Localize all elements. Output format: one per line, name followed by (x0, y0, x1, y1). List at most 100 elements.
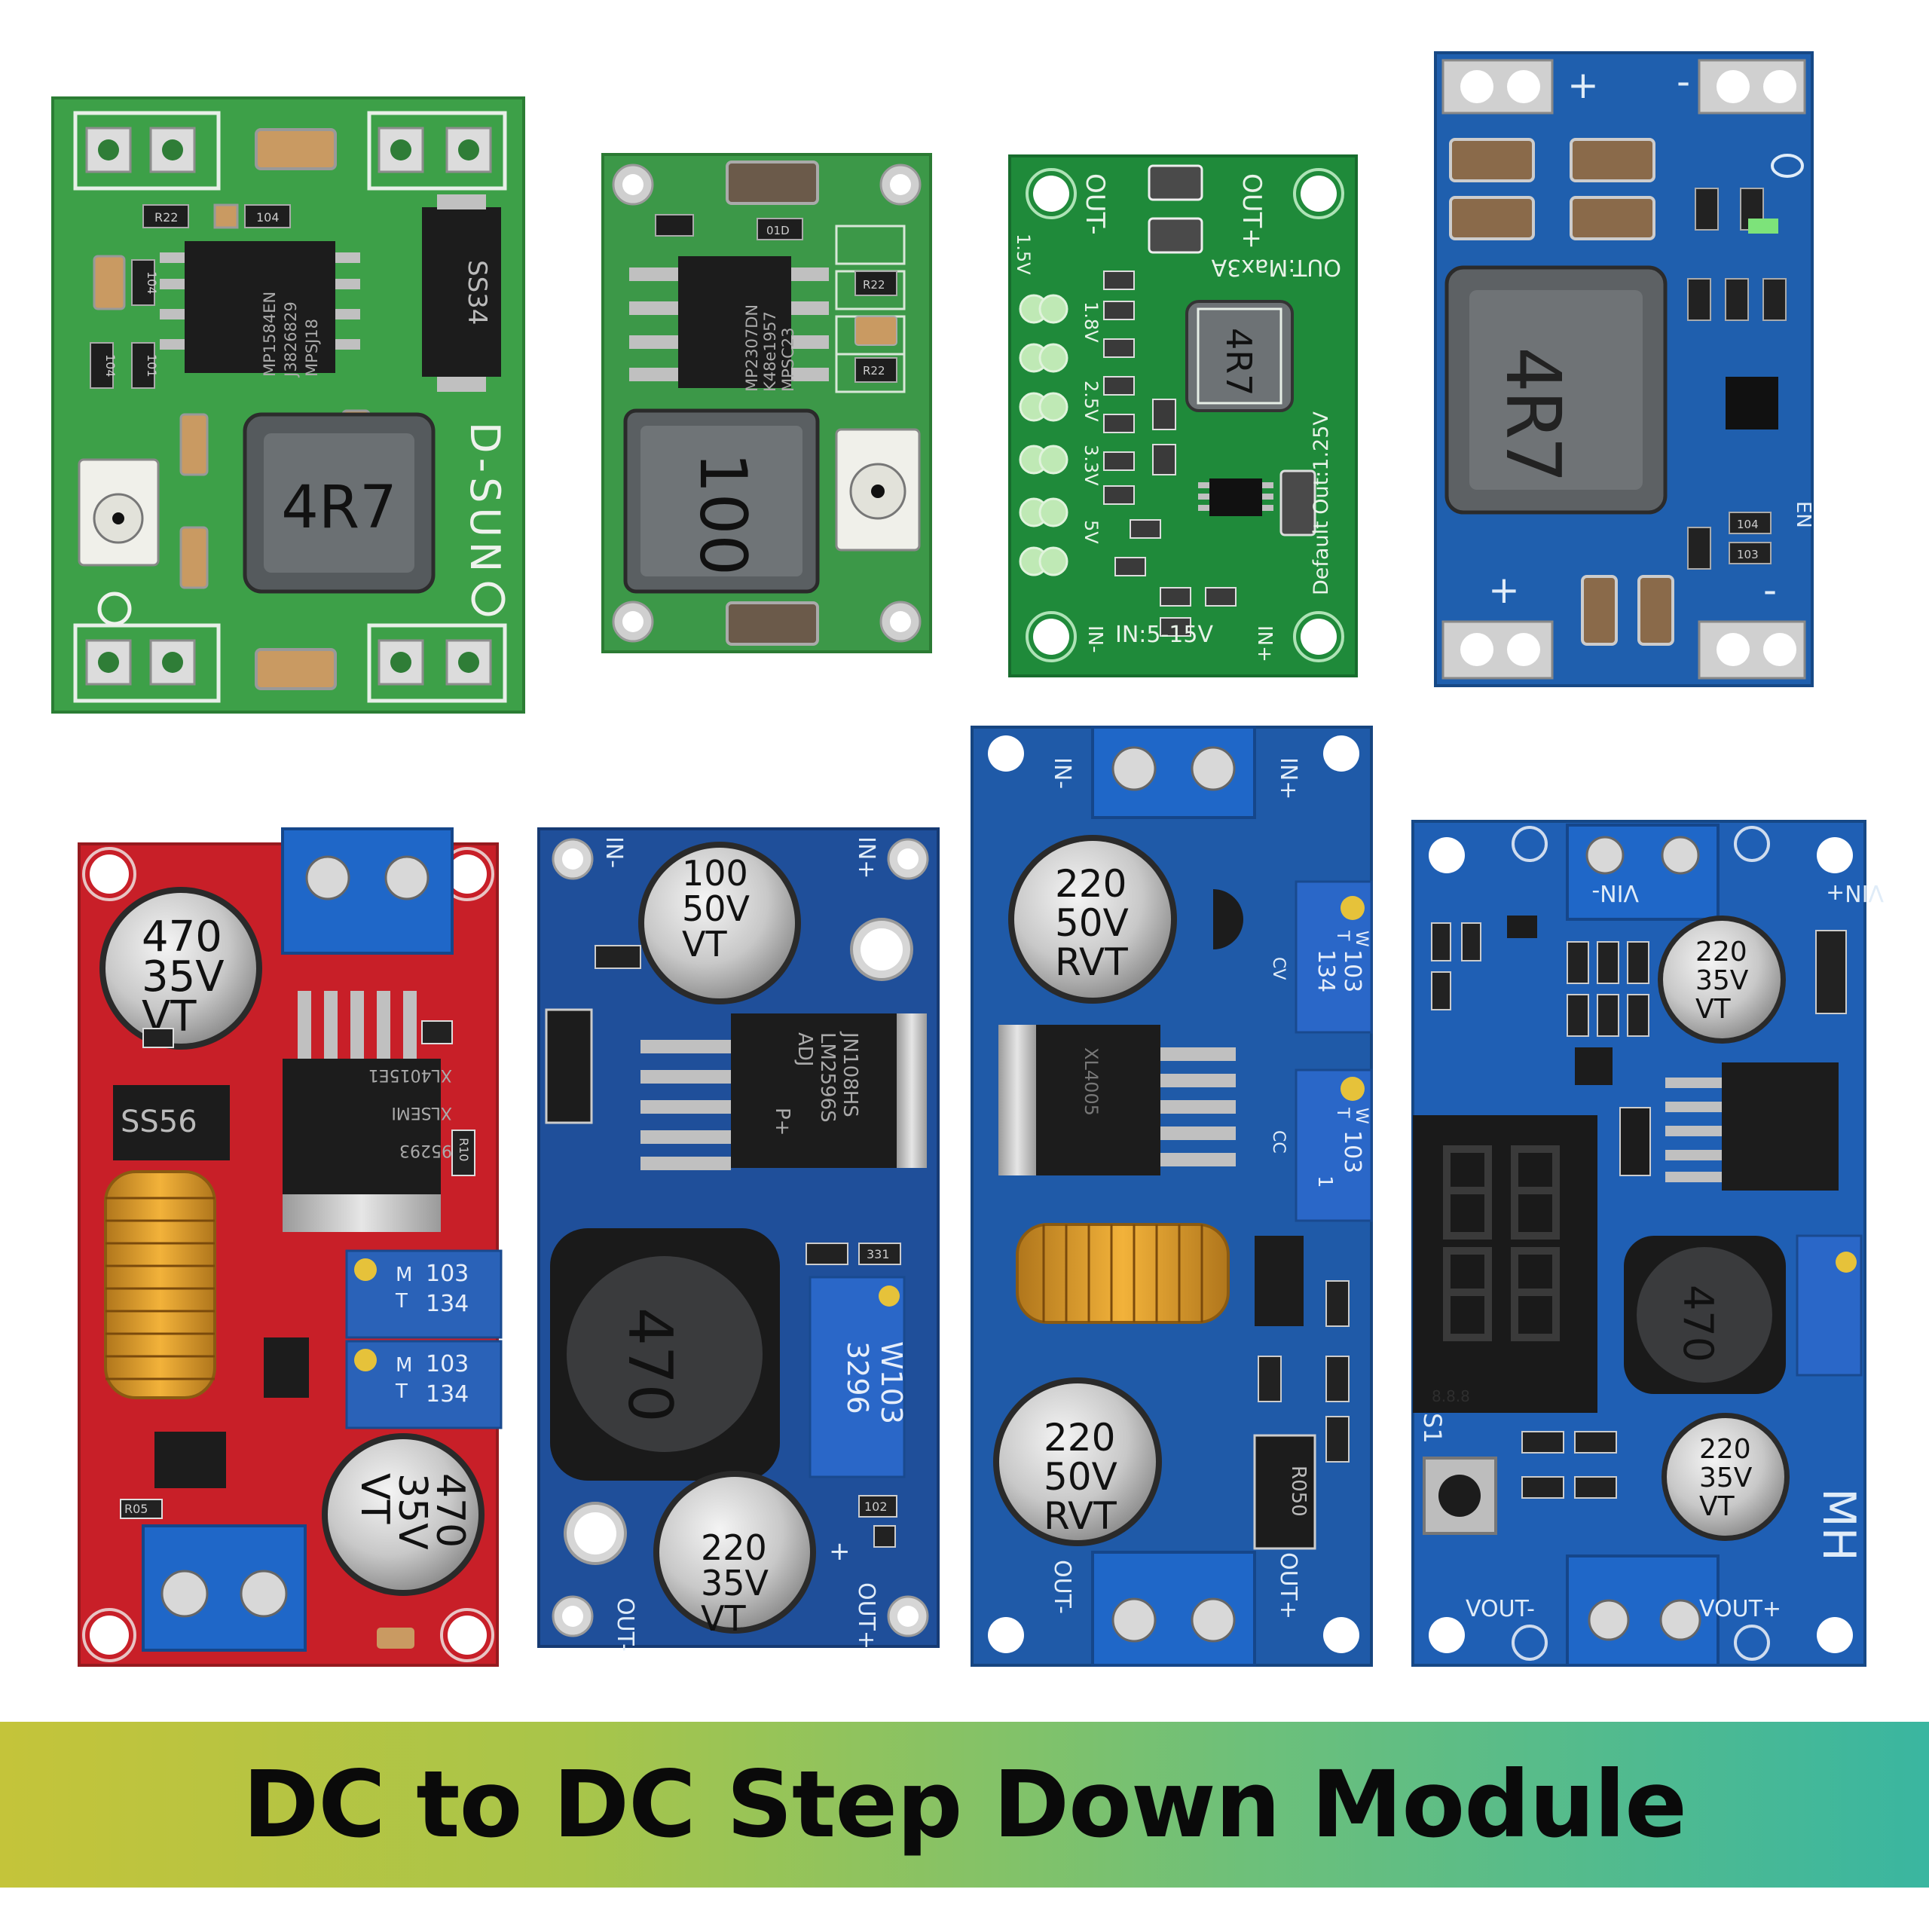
m5-pot2-code: 103 (426, 1351, 469, 1377)
m1-chip-line2: J3826829 (282, 301, 300, 378)
m5-chip-line3: 95293 (399, 1141, 452, 1160)
m4-plus-bot: + (1488, 568, 1520, 612)
module-mp2307-board: 01D MP2307DN K48e1957 MPSC23 R22 R22 100 (601, 153, 932, 653)
m6-inductor-label: 470 (615, 1307, 685, 1423)
module-xl4015-board: 470 35V VT SS56 XL4015E1 XLSEMI 95293 10… (78, 827, 503, 1667)
m7-cap2-line2: 50V (1044, 1455, 1117, 1499)
m6-r2: 102 (864, 1499, 888, 1514)
m8-display-digits: 8.8.8 (1432, 1387, 1470, 1405)
m5-chip-line2: XLSEMI (391, 1103, 452, 1122)
m5-diode-label: SS56 (121, 1105, 197, 1139)
m1-r5: 101 (145, 354, 159, 378)
m6-chip-line2: LM2596S (816, 1032, 839, 1123)
m1-r2: 104 (256, 210, 280, 225)
m8-cap1-line3: VT (1695, 994, 1732, 1025)
m7-cap1-line1: 220 (1055, 862, 1127, 906)
m5-cap2-line3: VT (352, 1473, 397, 1524)
m7-pot1-line2: 103 (1339, 949, 1365, 992)
module-display-board: VIN- VIN+ 220 35V VT 8.8.8 (1411, 820, 1884, 1667)
m4-r2: 103 (1737, 548, 1759, 561)
m5-cap2-line2: 35V (390, 1473, 435, 1550)
m7-out-minus: OUT- (1049, 1560, 1075, 1614)
m3-out-minus: OUT- (1080, 173, 1110, 235)
m5-chip-line1: XL4015E1 (368, 1065, 452, 1084)
m5-cap1-line1: 470 (142, 913, 222, 961)
m6-r1: 331 (867, 1247, 890, 1261)
m7-in-minus: IN- (1049, 757, 1075, 789)
m6-in-minus: IN- (601, 836, 627, 868)
m5-pot1-code: 103 (426, 1261, 469, 1287)
m7-cap1-line2: 50V (1055, 901, 1129, 945)
m7-pot1-line1: 134 (1313, 949, 1339, 992)
m3-in-plus: IN+ (1253, 625, 1276, 662)
m4-en: EN (1792, 501, 1814, 528)
m7-pot2-line4: 1 (1313, 1175, 1336, 1188)
m8-cap2-line3: VT (1699, 1491, 1735, 1522)
m7-chip-label: XL4005 (1081, 1047, 1102, 1116)
m1-r3: 104 (145, 271, 159, 295)
m5-pot1-t: T (395, 1290, 408, 1313)
m8-vin-minus: VIN- (1591, 879, 1639, 906)
m6-chip-line3: ADJ (793, 1032, 816, 1066)
m4-plus-top: + (1567, 63, 1599, 107)
m3-v2: 1.8V (1081, 301, 1102, 343)
m6-in-plus: IN+ (853, 836, 879, 879)
m1-brand: D-SUN (461, 422, 509, 576)
m2-chip-line3: MPSC23 (779, 328, 797, 393)
m7-cc: CC (1269, 1130, 1288, 1154)
m5-pot1-batch: 134 (426, 1291, 469, 1317)
m6-out-minus: OUT- (612, 1597, 638, 1652)
module-blue-small-board: + - 4R7 104 103 + - EN (1434, 51, 1814, 687)
m7-pot2-line1: 103 (1339, 1130, 1365, 1173)
m7-in-plus: IN+ (1275, 757, 1301, 799)
m6-cap1-line2: 50V (682, 888, 751, 929)
m5-cap2-line1: 470 (427, 1473, 472, 1548)
m2-inductor-label: 100 (685, 452, 760, 576)
m2-chip-line1: MP2307DN (743, 304, 761, 392)
m2-r1: 01D (766, 224, 790, 237)
m3-in-range: IN:5-15V (1115, 622, 1213, 648)
m1-inductor-label: 4R7 (281, 474, 396, 542)
m6-cap1-line3: VT (682, 924, 727, 964)
m8-vout-minus: VOUT- (1466, 1596, 1535, 1622)
m6-cap2-line1: 220 (701, 1527, 767, 1568)
m4-minus-bot: - (1763, 568, 1777, 612)
module-fixed-output-board: OUT- OUT+ OUT:Max3A 1.5V 1.8V 2.5V 3.3V … (1008, 154, 1358, 677)
m3-v4: 3.3V (1081, 445, 1102, 486)
m5-pot2-batch: 134 (426, 1381, 469, 1408)
m8-cap2-line1: 220 (1699, 1434, 1751, 1465)
m3-out-plus: OUT+ (1237, 173, 1267, 249)
module-xl4005-board: IN- IN+ 220 50V RVT 134 103 T W 103 T W … (971, 726, 1373, 1667)
m1-r4: 104 (103, 354, 118, 378)
m5-r2: R10 (457, 1138, 471, 1161)
m7-cap2-line3: RVT (1044, 1494, 1117, 1538)
m6-chip-line1: JN108HS (839, 1031, 861, 1117)
m7-pot2-line3: W (1352, 1108, 1371, 1124)
m4-inductor-label: 4R7 (1489, 347, 1577, 483)
module-mp1584-board: MP1584EN J3826829 MPSJ18 SS34 R22 104 10… (51, 96, 525, 714)
m6-out-plus: OUT+ (853, 1582, 879, 1649)
m8-cap1-line2: 35V (1695, 965, 1749, 996)
m4-minus-top: - (1677, 60, 1690, 103)
m7-out-plus: OUT+ (1275, 1552, 1301, 1619)
m3-in-minus: IN- (1084, 625, 1106, 653)
m1-diode-label: SS34 (462, 260, 492, 325)
module-lm2596-board: IN- IN+ 100 50V VT JN108HS LM2596S ADJ P… (537, 827, 940, 1652)
m7-pot1-line3: T (1333, 930, 1352, 941)
m7-pot2-line2: T (1333, 1107, 1352, 1118)
banner-title: DC to DC Step Down Module (243, 1751, 1687, 1858)
m6-pot-code: W103 (875, 1341, 908, 1424)
m8-inductor-label: 470 (1674, 1285, 1722, 1362)
m2-chip-line2: K48e1957 (761, 311, 779, 392)
m7-pot1-line4: W (1352, 931, 1371, 947)
m5-cap1-line2: 35V (142, 952, 225, 1001)
m3-max: OUT:Max3A (1211, 254, 1341, 280)
m3-v1: 1.5V (1013, 234, 1034, 275)
m4-r1: 104 (1737, 518, 1759, 531)
m8-vout-plus: VOUT+ (1699, 1596, 1781, 1622)
m3-inductor-label: 4R7 (1218, 328, 1259, 396)
m8-button-label: S1 (1418, 1413, 1447, 1444)
m7-cap1-line3: RVT (1055, 940, 1128, 984)
m8-cap2-line2: 35V (1699, 1463, 1753, 1493)
